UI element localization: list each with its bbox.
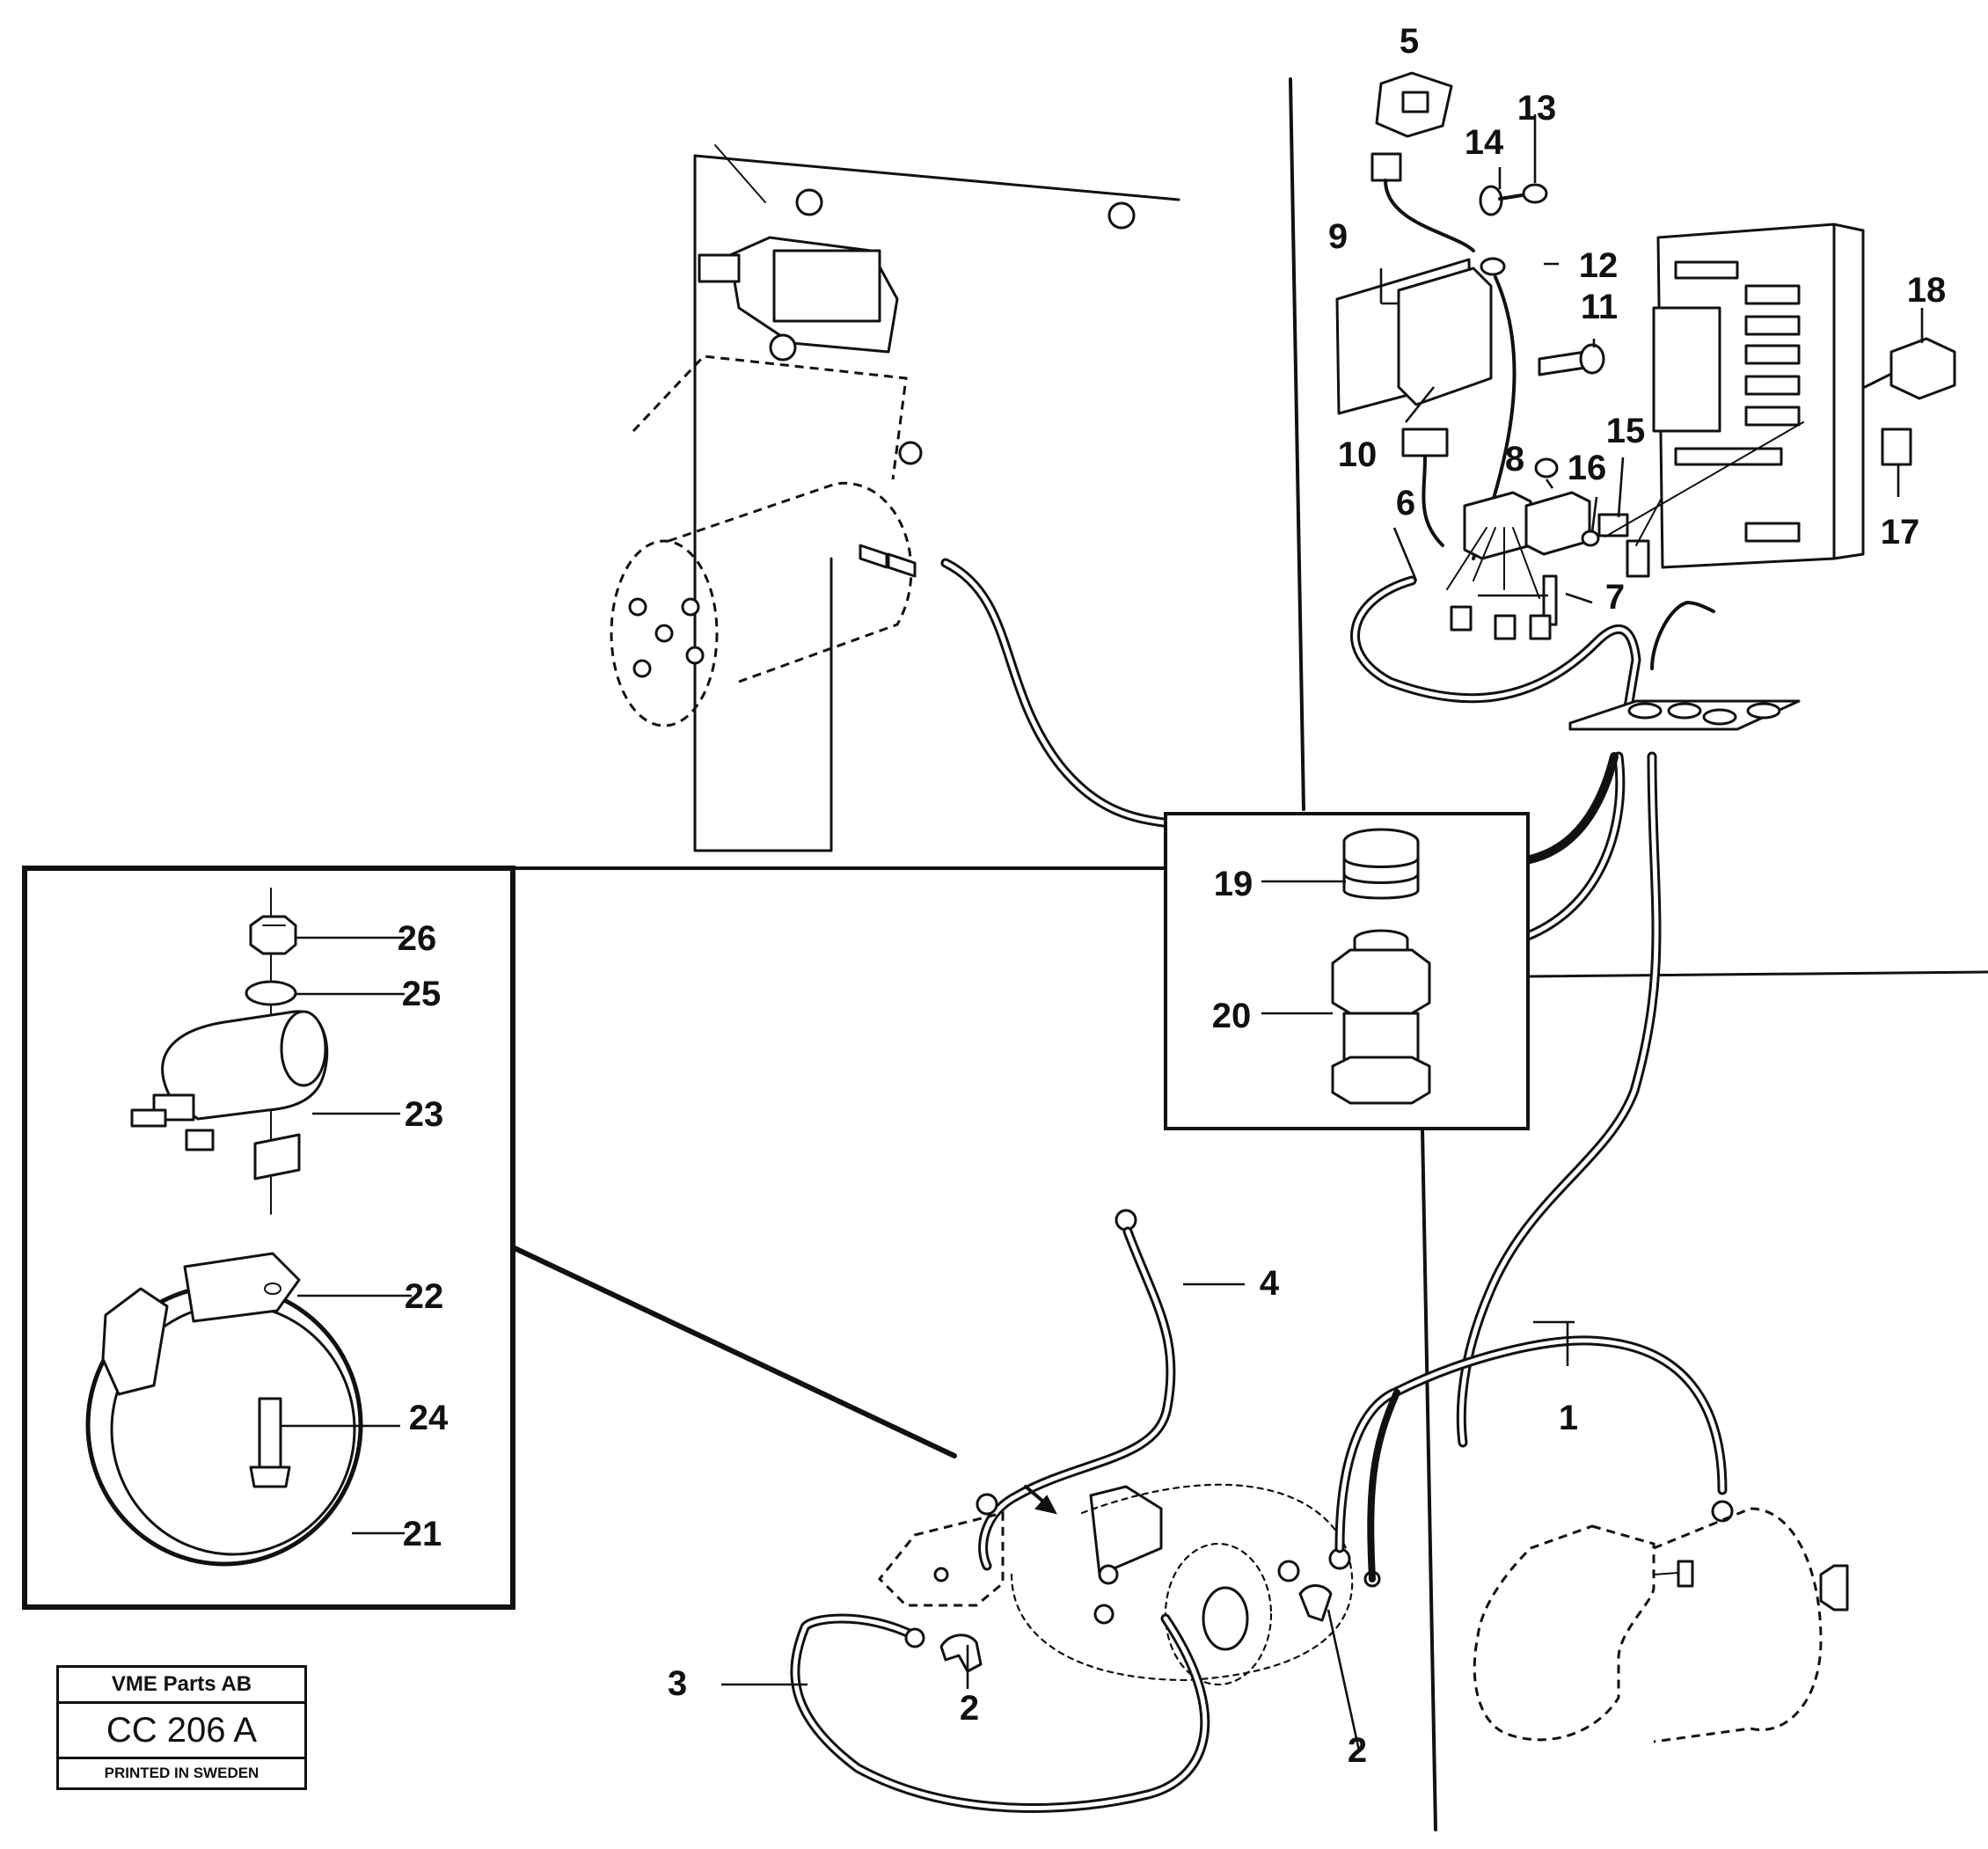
callout-6: 6 xyxy=(1396,484,1415,523)
clamp-21-22 xyxy=(85,1252,363,1567)
callout-4: 4 xyxy=(1260,1264,1280,1303)
callout-12: 12 xyxy=(1579,246,1619,285)
fitting-20 xyxy=(1331,929,1431,1105)
callout-18: 18 xyxy=(1907,271,1947,310)
callout-20: 20 xyxy=(1212,997,1252,1035)
callout-17: 17 xyxy=(1881,513,1920,552)
callout-labels: 1 2 2 3 4 5 6 7 8 9 10 11 12 13 14 15 16… xyxy=(398,22,1947,1770)
callout-22: 22 xyxy=(405,1277,444,1316)
callout-5: 5 xyxy=(1400,22,1419,61)
upper-cable xyxy=(859,544,1169,828)
leader-lines xyxy=(281,114,1924,1751)
title-stamp: VME Parts AB CC 206 A PRINTED IN SWEDEN xyxy=(56,1665,307,1790)
control-panel-area xyxy=(1335,71,1956,1448)
callout-2-left: 2 xyxy=(960,1689,979,1728)
bolt-24 xyxy=(249,1397,291,1488)
callout-7: 7 xyxy=(1605,578,1625,617)
relay-23 xyxy=(130,1010,329,1180)
callout-2-right: 2 xyxy=(1348,1731,1367,1770)
callout-10: 10 xyxy=(1338,435,1378,474)
right-starter xyxy=(1334,1335,1849,1743)
stamp-company: VME Parts AB xyxy=(59,1668,304,1704)
callout-14: 14 xyxy=(1465,123,1504,162)
callout-9: 9 xyxy=(1328,217,1348,256)
callout-23: 23 xyxy=(405,1095,444,1134)
starter-motor xyxy=(790,1209,1381,1813)
washer-25 xyxy=(245,980,297,1006)
ring-19 xyxy=(1342,828,1420,900)
stamp-printed: PRINTED IN SWEDEN xyxy=(104,1765,259,1781)
callout-1: 1 xyxy=(1559,1399,1578,1437)
callout-26: 26 xyxy=(398,919,437,958)
callout-21: 21 xyxy=(403,1515,442,1553)
nut-26 xyxy=(249,915,297,955)
callout-19: 19 xyxy=(1214,865,1253,903)
callout-24: 24 xyxy=(409,1399,449,1437)
callout-11: 11 xyxy=(1581,288,1618,326)
callout-15: 15 xyxy=(1606,412,1646,450)
callout-3: 3 xyxy=(668,1664,687,1703)
callout-8: 8 xyxy=(1505,440,1524,479)
adapter-inset xyxy=(1164,812,1530,1130)
stamp-code: CC 206 A xyxy=(59,1704,304,1759)
callout-13: 13 xyxy=(1517,89,1557,128)
upper-motor xyxy=(610,144,1180,852)
relay-inset xyxy=(22,866,515,1610)
frame-lines xyxy=(510,77,1988,1831)
callout-16: 16 xyxy=(1568,449,1607,487)
callout-25: 25 xyxy=(402,975,442,1013)
